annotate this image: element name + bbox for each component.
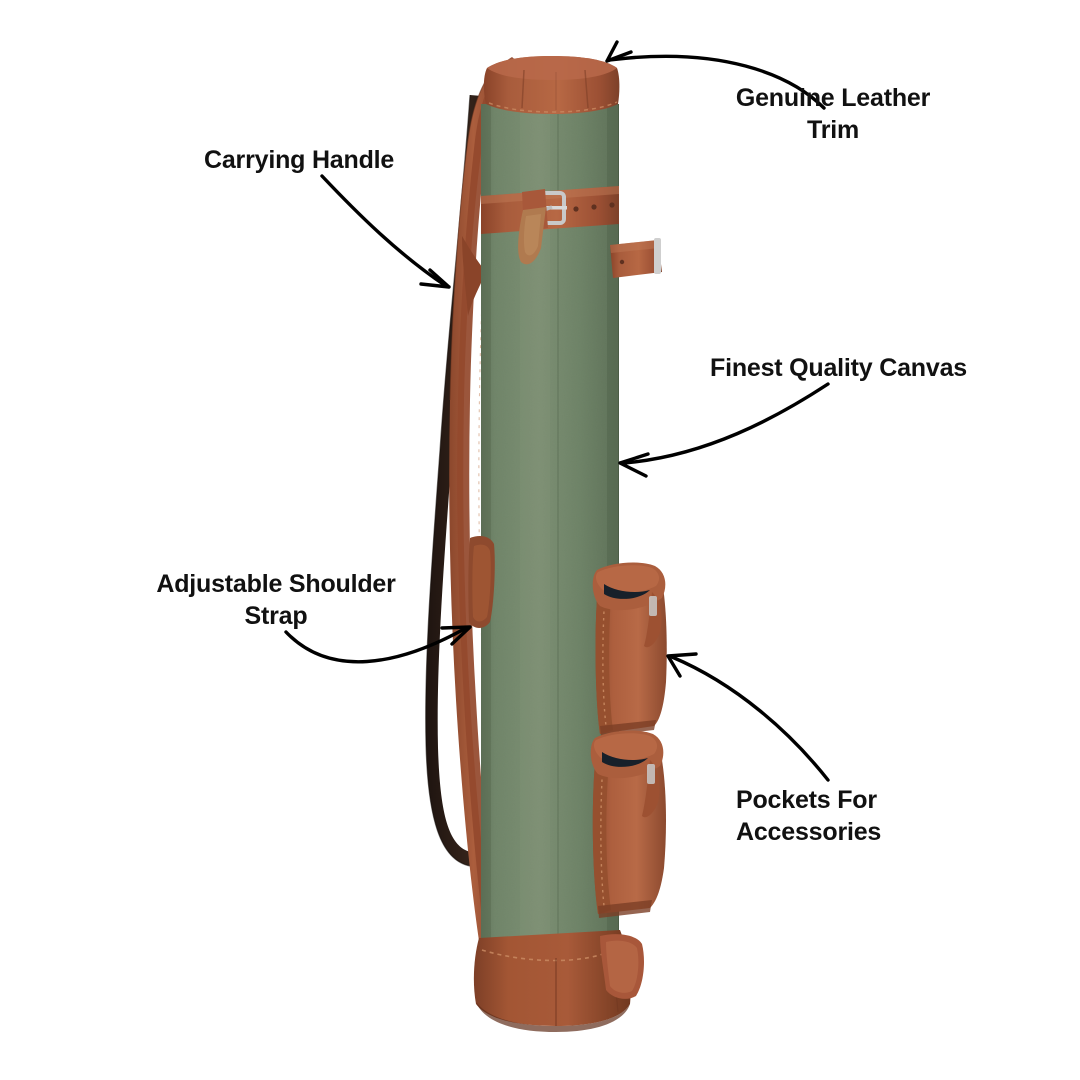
carrying-handle-shape	[449, 57, 519, 960]
lower-pocket-shape	[590, 730, 666, 918]
callout-adjustable-shoulder-strap: Adjustable Shoulder Strap	[156, 570, 396, 630]
callout-carrying-handle: Carrying Handle	[204, 146, 395, 174]
strap-keeper	[610, 238, 662, 278]
leather-collar-shape	[483, 56, 620, 114]
base-side-tab	[600, 934, 644, 999]
callout-finest-quality-canvas: Finest Quality Canvas	[710, 354, 967, 382]
callout-pockets-for-accessories: Pockets For Accessories	[736, 786, 882, 846]
strap-anchor-loop	[468, 536, 495, 628]
buckle-strap-shape	[481, 186, 662, 278]
leather-base-shape	[473, 930, 644, 1032]
callout-genuine-leather-trim: Genuine Leather Trim	[735, 84, 931, 144]
upper-pocket-shape	[592, 562, 667, 736]
